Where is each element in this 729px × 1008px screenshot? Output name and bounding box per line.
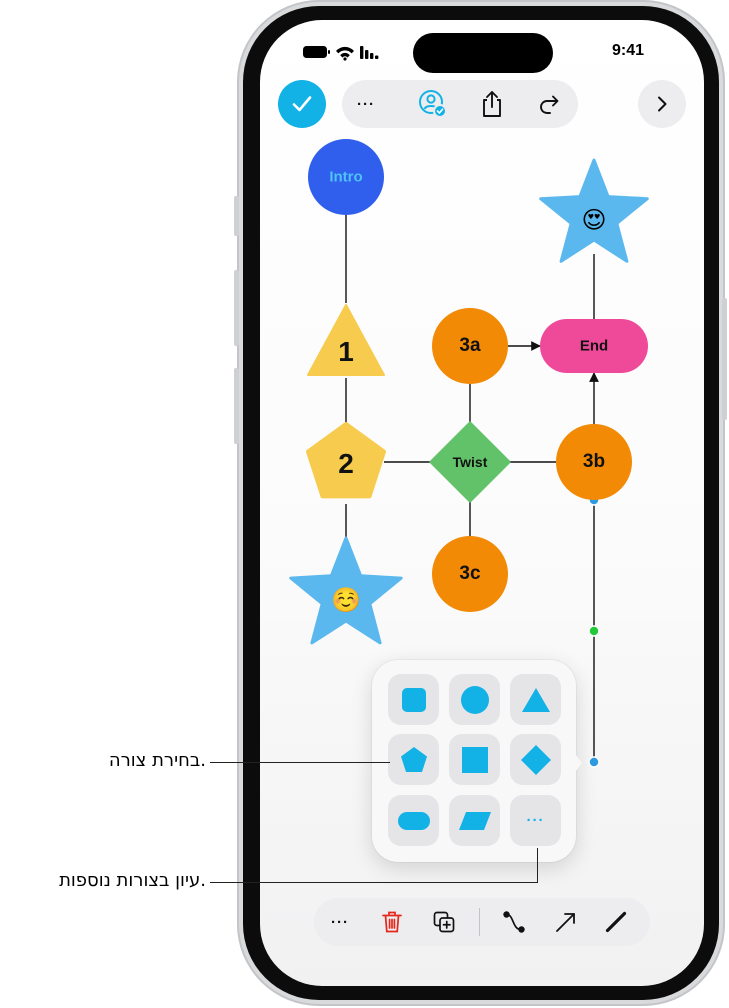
ellipsis-icon: ··· bbox=[331, 913, 349, 931]
node-n3c[interactable] bbox=[432, 536, 508, 612]
redo-button[interactable] bbox=[528, 80, 572, 128]
node-n3b[interactable] bbox=[556, 424, 632, 500]
toolbar-divider bbox=[479, 908, 480, 936]
line-button[interactable] bbox=[598, 898, 634, 946]
node-label-twist: Twist bbox=[452, 454, 488, 470]
redo-icon bbox=[540, 95, 559, 114]
bottom-more-button[interactable]: ··· bbox=[322, 898, 358, 946]
circle-icon bbox=[460, 685, 489, 714]
arrow-button[interactable] bbox=[548, 898, 584, 946]
callout-line-choose-shape bbox=[210, 762, 390, 763]
delete-button[interactable] bbox=[374, 898, 410, 946]
cellular-signal-icon bbox=[360, 46, 379, 59]
node-label-intro: Intro bbox=[329, 168, 363, 186]
action-button bbox=[234, 196, 239, 236]
trash-icon bbox=[382, 911, 402, 933]
tile-circle[interactable] bbox=[449, 674, 500, 725]
power-button bbox=[722, 298, 727, 420]
bottom-toolbar bbox=[314, 898, 650, 946]
tile-triangle[interactable] bbox=[510, 674, 561, 725]
done-button[interactable] bbox=[278, 80, 326, 128]
checkmark-icon bbox=[292, 96, 312, 112]
volume-up-button bbox=[234, 270, 239, 346]
node-label-n2: 2 bbox=[338, 448, 354, 479]
tile-pentagon[interactable] bbox=[388, 734, 439, 785]
node-label-n1: 1 bbox=[338, 336, 354, 367]
tile-parallelogram[interactable] bbox=[449, 795, 500, 846]
node-n1[interactable] bbox=[307, 304, 385, 376]
connection-style-button[interactable] bbox=[496, 898, 532, 946]
dynamic-island bbox=[413, 33, 553, 73]
wifi-icon bbox=[336, 46, 354, 61]
node-label-n3b: 3b bbox=[582, 451, 606, 472]
triangle-icon bbox=[521, 687, 550, 712]
tile-square[interactable] bbox=[388, 674, 439, 725]
chevron-right-icon bbox=[658, 96, 667, 112]
pill-icon bbox=[397, 811, 430, 830]
status-time: 9:41 bbox=[611, 42, 645, 59]
share-icon bbox=[483, 91, 501, 117]
popover-caret bbox=[572, 750, 582, 776]
callout-choose-shape: בחירת צורה. bbox=[108, 750, 206, 771]
ellipsis-icon: ··· bbox=[357, 95, 375, 113]
line-icon bbox=[605, 911, 627, 933]
more-button[interactable]: ··· bbox=[344, 80, 388, 128]
node-emoji-star_top: 😍 bbox=[581, 206, 607, 234]
tile-square-sharp[interactable] bbox=[449, 734, 500, 785]
callout-more-shapes: עיון בצורות נוספות. bbox=[59, 870, 206, 891]
collaborate-button[interactable] bbox=[410, 80, 454, 128]
rounded-square-icon bbox=[401, 687, 426, 712]
node-twist[interactable] bbox=[429, 421, 511, 503]
square-icon bbox=[461, 746, 488, 773]
ellipsis-icon: ··· bbox=[526, 812, 545, 829]
tile-more-shapes[interactable]: ··· bbox=[510, 795, 561, 846]
selected-line-mid-handle bbox=[588, 625, 600, 637]
tile-diamond[interactable] bbox=[510, 734, 561, 785]
node-intro[interactable] bbox=[308, 139, 384, 215]
pentagon-icon bbox=[400, 747, 427, 772]
battery-icon bbox=[303, 46, 330, 58]
collaborate-icon bbox=[419, 90, 447, 118]
node-label-n3a: 3a bbox=[459, 335, 481, 356]
arrow-icon bbox=[556, 913, 575, 932]
forward-button[interactable] bbox=[638, 80, 686, 128]
node-star_bottom[interactable] bbox=[289, 536, 403, 645]
diagram-canvas[interactable] bbox=[260, 20, 704, 986]
volume-down-button bbox=[234, 368, 239, 444]
node-star_top[interactable] bbox=[539, 158, 649, 263]
toolbar-group bbox=[342, 80, 578, 128]
diamond-icon bbox=[520, 744, 551, 775]
node-n2[interactable] bbox=[306, 422, 386, 499]
node-end[interactable] bbox=[540, 319, 648, 373]
status-icons bbox=[302, 42, 398, 62]
node-n3a[interactable] bbox=[432, 308, 508, 384]
selected-line-end-handle bbox=[588, 756, 600, 768]
node-emoji-star_bottom: ☺️ bbox=[331, 586, 361, 614]
tile-pill[interactable] bbox=[388, 795, 439, 846]
callout-line-more-shapes bbox=[210, 882, 538, 883]
node-label-end: End bbox=[579, 337, 609, 355]
connection-style-icon bbox=[503, 911, 525, 933]
duplicate-button[interactable] bbox=[426, 898, 462, 946]
duplicate-icon bbox=[433, 911, 455, 933]
callout-line-more-shapes-vertical bbox=[537, 848, 538, 883]
parallelogram-icon bbox=[458, 811, 491, 830]
node-label-n3c: 3c bbox=[459, 563, 481, 584]
share-button[interactable] bbox=[470, 80, 514, 128]
